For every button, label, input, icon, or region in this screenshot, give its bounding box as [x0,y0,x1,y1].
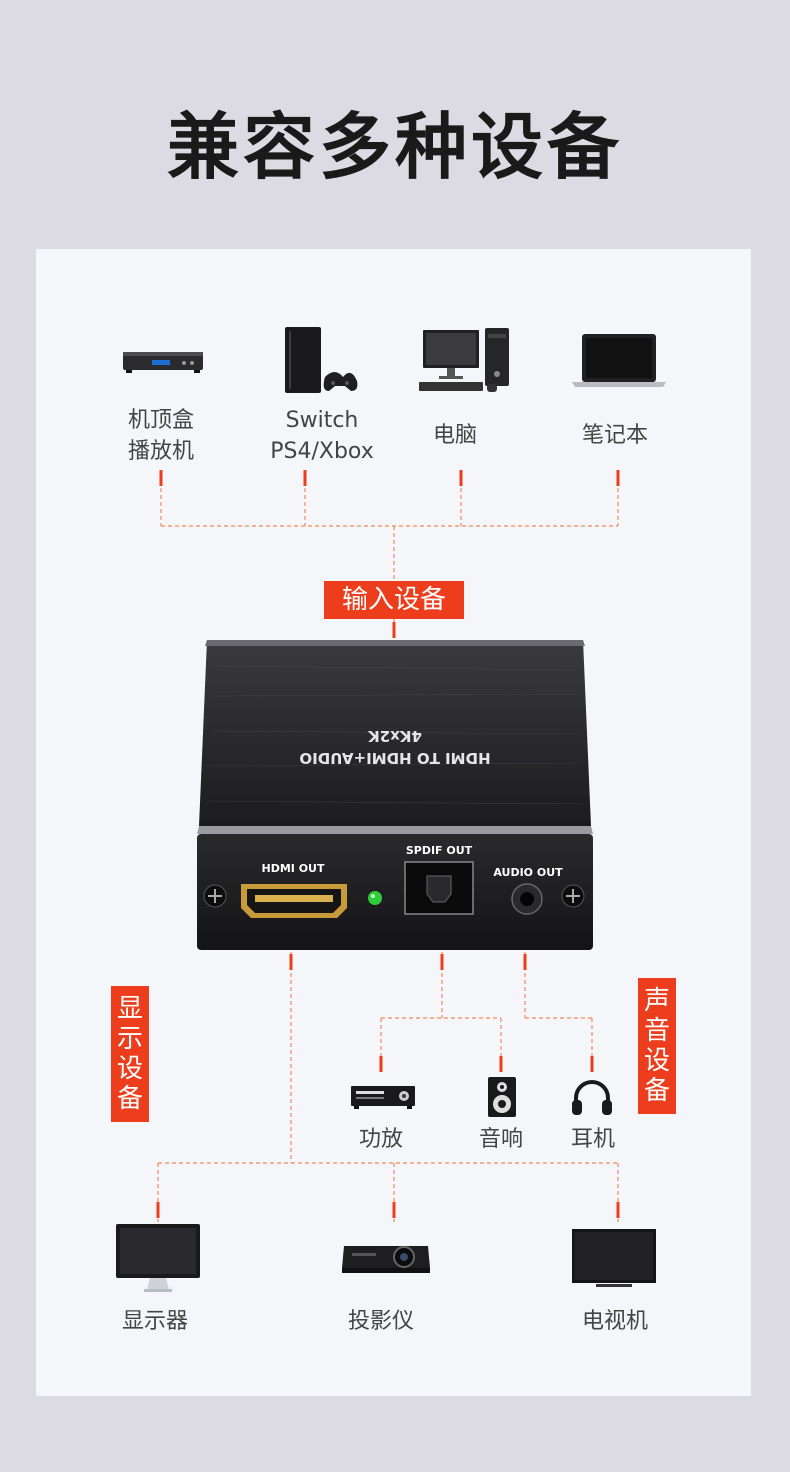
device-top-resolution: 4Kx2K [367,727,422,745]
audio-label-amplifier: 功放 [358,1127,403,1152]
display-label-monitor: 显示器 [121,1309,188,1334]
spdif-out-label: SPDIF OUT [406,844,473,857]
speaker-icon [488,1077,516,1117]
desktop-pc-icon [419,328,509,392]
screw-icon [203,884,227,908]
tv-icon [572,1229,656,1287]
input-label-switch: Switch [285,408,359,433]
audio-tag-char: 备 [643,1076,670,1106]
display-tag-char: 示 [116,1024,143,1054]
input-label-set-top-box: 机顶盒 [127,408,194,433]
audio-label-headphones: 耳机 [570,1127,615,1152]
page-title: 兼容多种设备 [166,105,623,189]
display-tag-char: 备 [116,1084,143,1114]
audio-tag-char: 音 [643,1016,670,1046]
hdmi-out-label: HDMI OUT [262,862,325,875]
audio-tag-char: 声 [643,986,670,1016]
input-label-laptop: 笔记本 [581,423,648,448]
spdif-port-icon [404,861,474,915]
hdmi-port-icon [241,884,347,918]
display-tag-char: 显 [116,994,143,1024]
audio-tag-char: 设 [643,1046,670,1076]
game-console-icon [285,327,358,393]
laptop-icon [572,334,666,387]
display-devices-tag: 显 示 设 备 [111,986,149,1122]
input-label-consoles: PS4/Xbox [270,439,374,464]
headphones-icon [572,1080,612,1115]
audio-out-label: AUDIO OUT [493,866,563,879]
screw-icon [561,884,585,908]
hdmi-audio-extractor: HDMI TO HDMI+AUDIO 4Kx2K HDMI OUT SPDIF … [197,640,593,950]
display-label-projector: 投影仪 [347,1309,414,1334]
audio-jack-icon [511,883,543,915]
power-led-icon [368,891,382,905]
monitor-icon [116,1224,200,1292]
projector-icon [342,1246,430,1273]
input-label-pc: 电脑 [432,423,477,448]
audio-devices-tag: 声 音 设 备 [638,978,676,1114]
set-top-box-icon [123,352,203,373]
device-top-label: HDMI TO HDMI+AUDIO [299,749,490,767]
display-label-tv: 电视机 [581,1309,648,1334]
amplifier-icon [351,1086,415,1109]
display-tag-char: 设 [116,1054,143,1084]
input-label-set-top-box-2: 播放机 [127,439,194,464]
audio-label-speaker: 音响 [478,1127,523,1152]
input-devices-tag: 输入设备 [324,581,464,619]
